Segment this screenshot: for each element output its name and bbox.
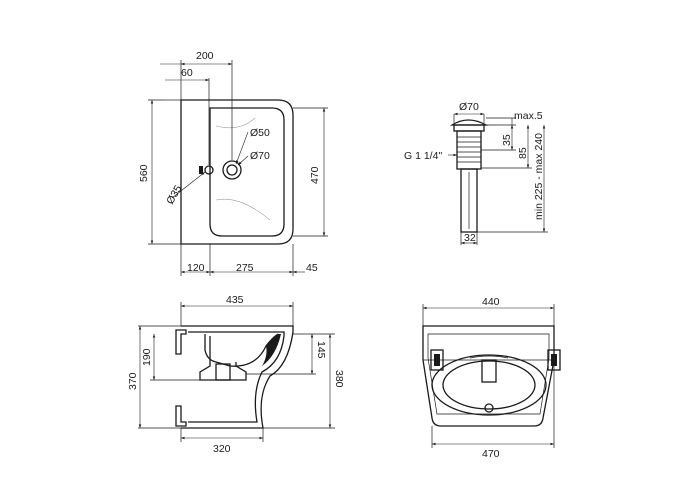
dim-470-right: 470 xyxy=(309,166,321,184)
front-view: 440 470 xyxy=(422,296,561,460)
dim-d70: Ø70 xyxy=(250,150,270,162)
side-section-inner xyxy=(188,331,285,423)
dim-range: min 225 - max 240 xyxy=(533,133,545,220)
bowl-shading xyxy=(215,117,271,221)
dim-275: 275 xyxy=(236,262,254,274)
dim-145: 145 xyxy=(315,341,327,359)
dim-d50: Ø50 xyxy=(250,127,270,139)
basin-outline xyxy=(180,99,294,245)
front-outline xyxy=(422,325,555,427)
drain-inner xyxy=(226,164,238,176)
front-drain xyxy=(484,403,494,413)
dim-380: 380 xyxy=(333,370,345,388)
drain-flange xyxy=(453,124,485,132)
tap-hole xyxy=(204,165,214,175)
dim-560: 560 xyxy=(138,164,150,182)
drain-cap xyxy=(449,119,489,126)
side-drain-pipe xyxy=(199,336,247,381)
dim-200: 200 xyxy=(196,50,214,62)
dim-470-bottom: 470 xyxy=(482,448,500,460)
dim-320: 320 xyxy=(213,443,231,455)
tap-hole-mark xyxy=(199,166,203,174)
dim-max5: max.5 xyxy=(514,110,543,122)
dim-440: 440 xyxy=(482,296,500,308)
dim-85: 85 xyxy=(517,147,529,159)
drain-pipe xyxy=(460,168,478,233)
dim-thread: G 1 1/4" xyxy=(404,150,442,162)
dim-60: 60 xyxy=(181,67,193,79)
side-overflow xyxy=(215,363,231,381)
dim-190: 190 xyxy=(141,348,153,366)
front-bowl-outer xyxy=(431,354,547,416)
dim-35: 35 xyxy=(501,134,513,146)
side-section-outer xyxy=(181,325,294,429)
side-bowl-shade xyxy=(262,334,281,366)
dim-435: 435 xyxy=(226,294,244,306)
basin-bowl xyxy=(209,107,285,237)
drain-view: Ø70 max.5 35 85 min 225 - max 240 G 1 1/… xyxy=(404,101,548,245)
drain-outer xyxy=(222,160,242,180)
dim-120: 120 xyxy=(187,262,205,274)
dim-370: 370 xyxy=(127,372,139,390)
dim-32: 32 xyxy=(464,232,476,244)
front-bracket-left xyxy=(430,349,444,371)
dim-45: 45 xyxy=(306,262,318,274)
front-overflow-top xyxy=(469,355,509,359)
side-view: 435 190 370 145 380 320 xyxy=(127,294,345,455)
front-bracket-left-fill xyxy=(434,354,440,366)
front-inner xyxy=(427,333,550,415)
front-bowl-inner xyxy=(442,360,536,410)
top-view: 200 60 560 470 Ø35 Ø50 Ø70 120 275 45 xyxy=(138,50,328,276)
wall-bracket-top xyxy=(175,329,187,355)
dim-drain-d70: Ø70 xyxy=(459,101,479,113)
wall-bracket-bottom xyxy=(175,405,187,427)
front-drain-box xyxy=(481,359,497,383)
